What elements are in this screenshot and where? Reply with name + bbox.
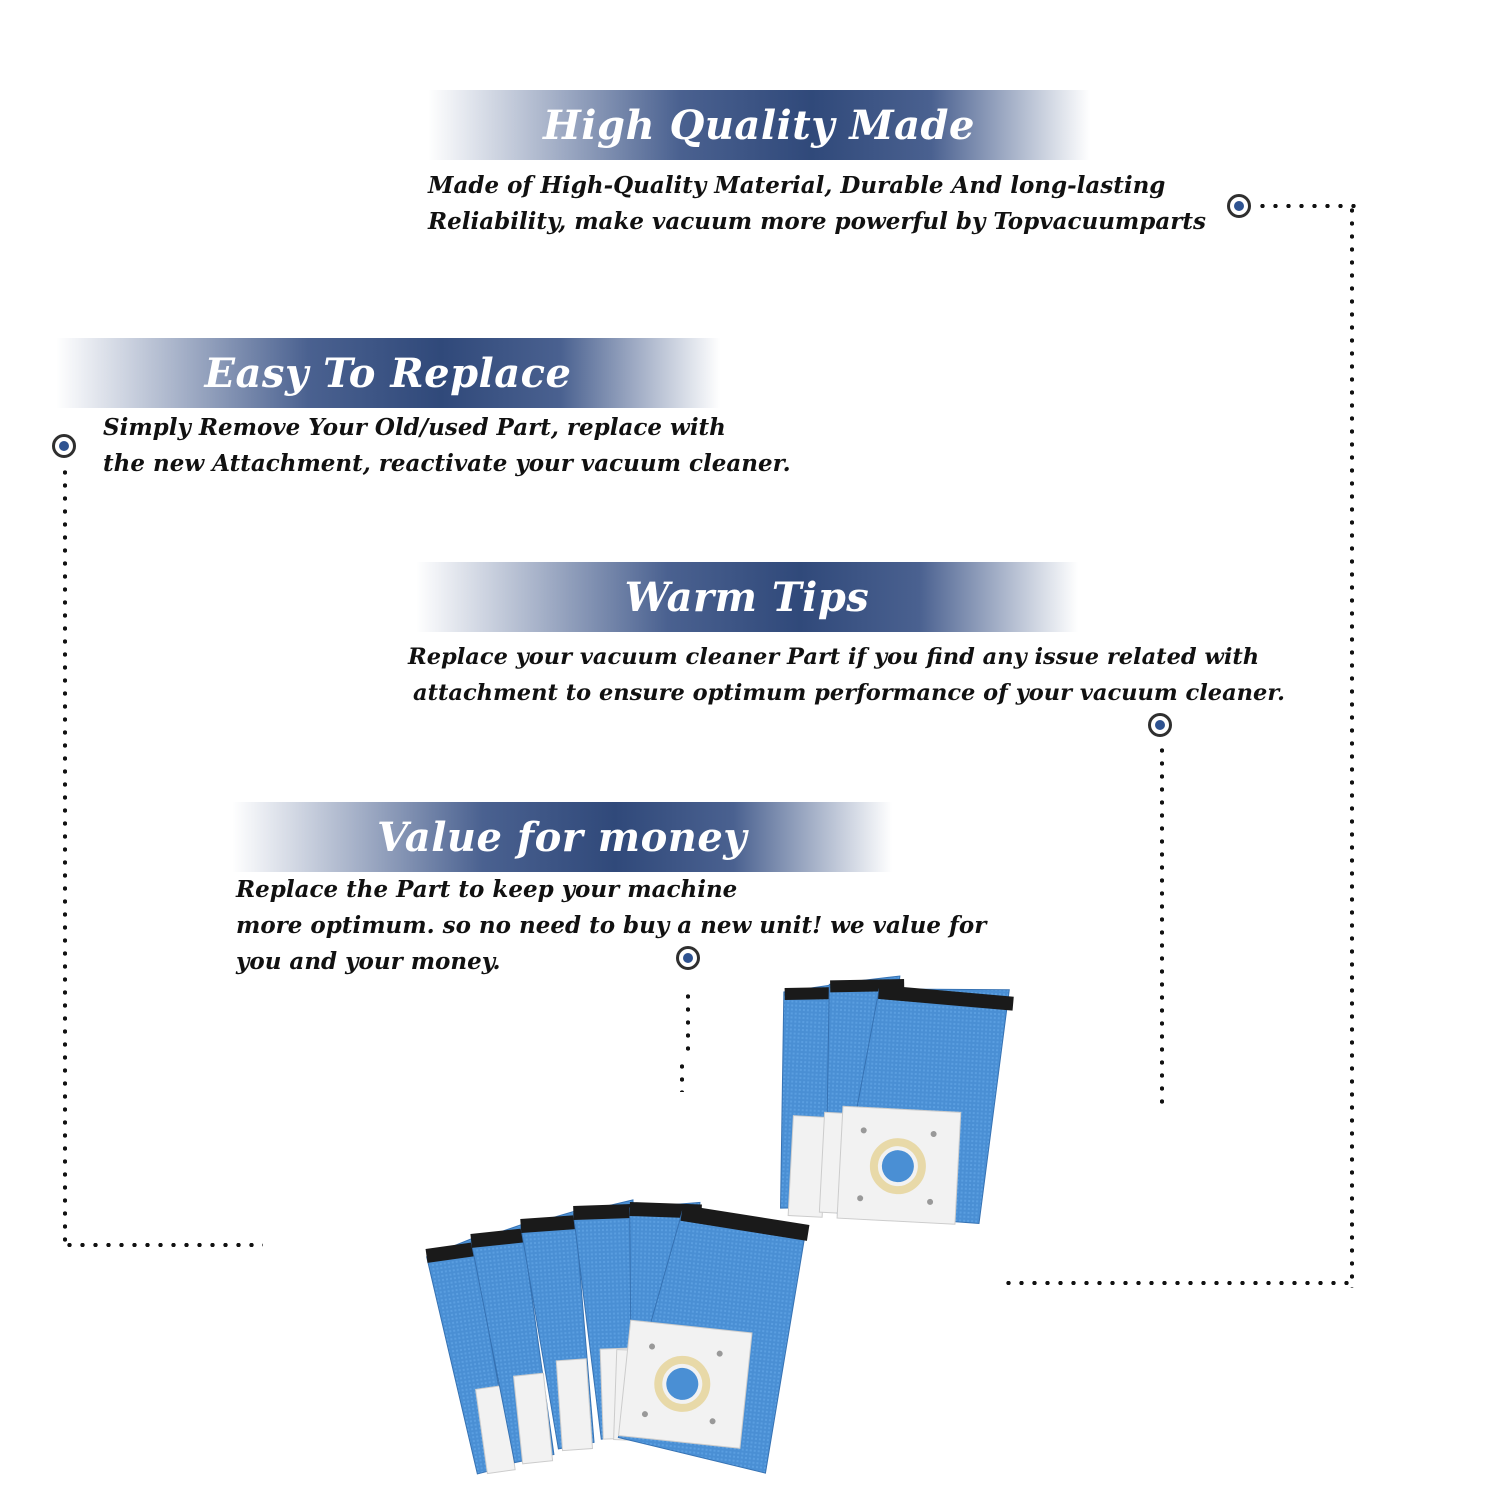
bag-stack-front xyxy=(425,1199,810,1475)
section-title-easy-replace: Easy To Replace xyxy=(204,349,572,397)
connector-dotted-line xyxy=(63,466,67,1248)
banner-easy-replace: Easy To Replace xyxy=(56,338,720,408)
description-value-money: Replace the Part to keep your machine mo… xyxy=(236,872,986,980)
connector-dotted-line xyxy=(1256,204,1356,208)
connector-dotted-line xyxy=(1350,204,1354,1288)
connector-dotted-line xyxy=(63,1243,263,1247)
description-line: Reliability, make vacuum more powerful b… xyxy=(428,208,1206,235)
description-line: Made of High-Quality Material, Durable A… xyxy=(428,172,1166,199)
description-line: you and your money. xyxy=(236,948,501,975)
section-title-warm-tips: Warm Tips xyxy=(624,573,870,621)
connector-dotted-line xyxy=(686,990,690,1054)
connector-dotted-line xyxy=(1160,744,1164,1106)
connector-dotted-line xyxy=(1002,1281,1354,1285)
description-line: Replace the Part to keep your machine xyxy=(236,876,738,903)
section-title-value-money: Value for money xyxy=(376,813,748,861)
bullet-marker-icon xyxy=(52,434,76,458)
description-line: more optimum. so no need to buy a new un… xyxy=(236,912,987,939)
banner-high-quality: High Quality Made xyxy=(428,90,1090,160)
description-line: Simply Remove Your Old/used Part, replac… xyxy=(103,414,726,441)
description-warm-tips: Replace your vacuum cleaner Part if you … xyxy=(408,639,1285,711)
bag-stack-back xyxy=(780,975,1014,1225)
description-line: Replace your vacuum cleaner Part if you … xyxy=(408,644,1260,670)
description-high-quality: Made of High-Quality Material, Durable A… xyxy=(428,168,1206,240)
bullet-marker-icon xyxy=(676,946,700,970)
section-title-high-quality: High Quality Made xyxy=(543,101,975,149)
connector-dotted-line xyxy=(680,1060,684,1092)
bullet-marker-icon xyxy=(1227,194,1251,218)
banner-value-money: Value for money xyxy=(232,802,892,872)
description-easy-replace: Simply Remove Your Old/used Part, replac… xyxy=(103,410,791,482)
description-line: the new Attachment, reactivate your vacu… xyxy=(103,450,791,477)
bullet-marker-icon xyxy=(1148,713,1172,737)
description-line: attachment to ensure optimum performance… xyxy=(413,680,1285,706)
banner-warm-tips: Warm Tips xyxy=(416,562,1078,632)
